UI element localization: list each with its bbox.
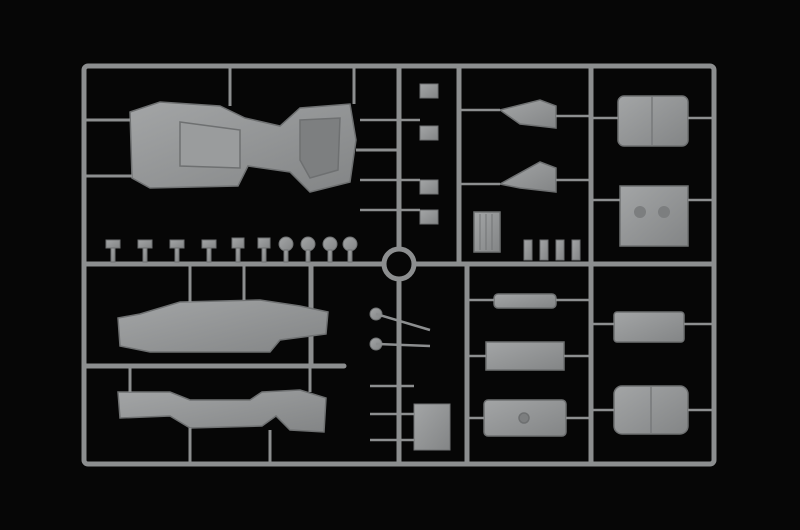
center-small-parts	[369, 83, 451, 451]
chassis-frame	[129, 101, 357, 193]
right-gates	[459, 108, 714, 420]
engine-block	[619, 185, 689, 247]
chassis-gates	[84, 66, 399, 178]
radiator-grille	[473, 211, 501, 253]
center-gates	[360, 118, 431, 442]
fender	[497, 99, 557, 193]
sprue-frame	[81, 63, 717, 467]
peg-row	[523, 239, 581, 261]
sprue-hub	[381, 246, 417, 282]
seat-cushion	[613, 95, 689, 435]
dashboard	[483, 293, 567, 437]
panel-gates	[128, 264, 312, 464]
small-knobs	[105, 236, 358, 263]
body-side-panel	[117, 299, 329, 433]
